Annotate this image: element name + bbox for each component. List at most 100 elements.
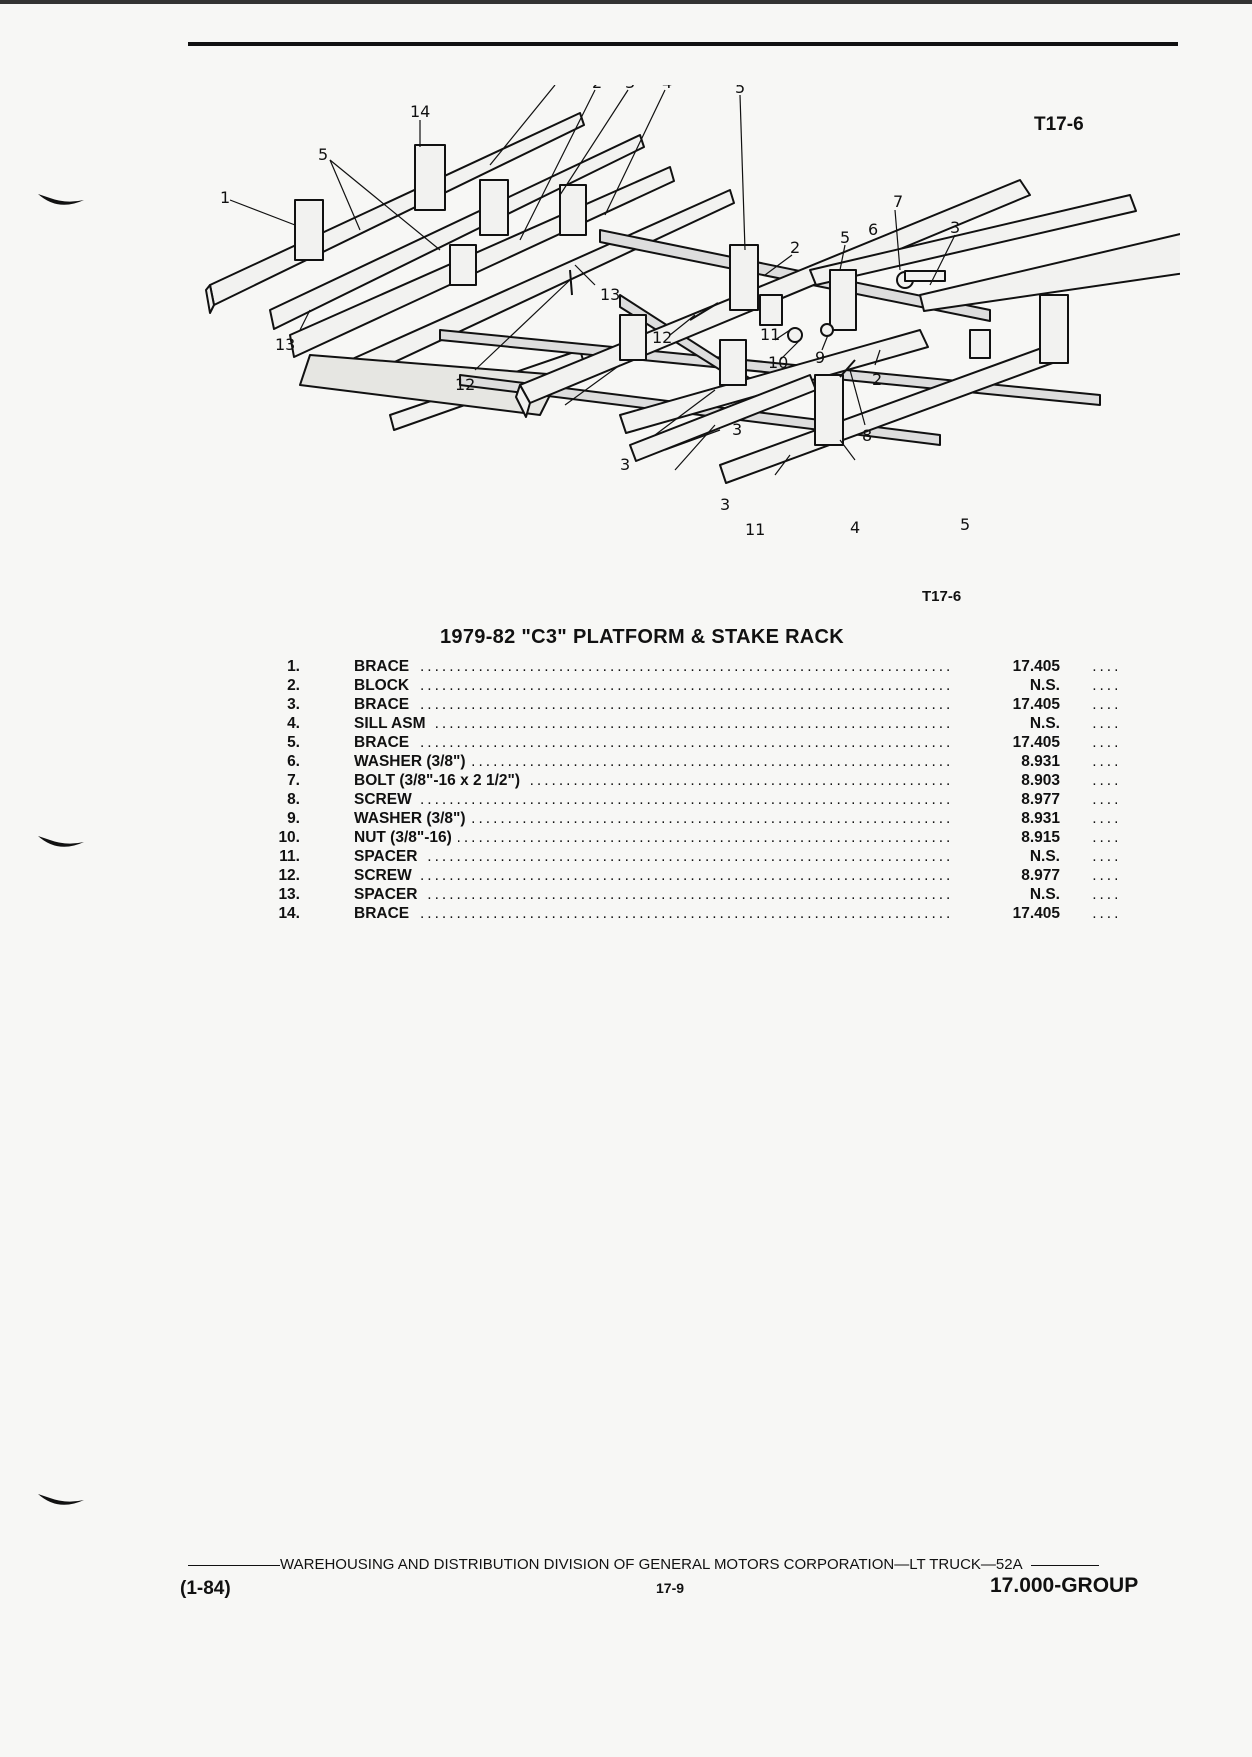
part-number: 4. (287, 715, 300, 732)
leader-dots: ........................................… (420, 734, 1122, 751)
group-code: N.S. (1029, 886, 1060, 903)
brace-bracket (414, 144, 446, 211)
callout: 1 (220, 188, 230, 207)
group-code: 17.405 (1012, 658, 1060, 675)
brace-bracket (479, 179, 509, 236)
leader-dots: ........................................… (420, 810, 1122, 827)
callout: 3 (950, 218, 960, 237)
callout: 4 (850, 518, 860, 537)
leader-dots: ........................................… (420, 753, 1122, 770)
footer-rule (188, 1564, 280, 1566)
part-number: 8. (287, 791, 300, 808)
binder-mark (38, 1494, 84, 1505)
callout: 5 (318, 145, 328, 164)
callout: 2 (790, 238, 800, 257)
long-rail (209, 112, 585, 306)
part-name: SCREW (354, 790, 418, 809)
parts-row: 14.BRACE................................… (270, 904, 1118, 923)
brace-bracket (814, 374, 844, 446)
part-number: 1. (287, 658, 300, 675)
parts-list: 1.BRACE.................................… (270, 657, 1118, 923)
callout: 5 (840, 228, 850, 247)
group-code: 17.405 (1012, 696, 1060, 713)
callout: 11 (745, 520, 765, 539)
callout: 12 (652, 328, 672, 347)
part-number: 2. (287, 677, 300, 694)
brace-bracket (829, 269, 857, 331)
part-number: 12. (278, 867, 300, 884)
group-code: 17.405 (1012, 734, 1060, 751)
footer-publisher: WAREHOUSING AND DISTRIBUTION DIVISION OF… (280, 1556, 1023, 1573)
page-title: 1979-82 "C3" PLATFORM & STAKE RACK (440, 626, 845, 648)
brace-bracket (729, 244, 759, 311)
leader-dots: ........................................… (420, 696, 1122, 713)
group-code: 8.977 (1021, 791, 1060, 808)
part-number: 9. (287, 810, 300, 827)
screw (839, 359, 856, 378)
callout: 5 (960, 515, 970, 534)
parts-row: 8.SCREW.................................… (270, 790, 1118, 809)
callout: 2 (592, 85, 602, 92)
bolt (904, 270, 946, 282)
nut (787, 327, 803, 343)
callout: 13 (600, 285, 620, 304)
part-number: 5. (287, 734, 300, 751)
part-name: SILL ASM (354, 714, 432, 733)
part-name: BOLT (3/8"-16 x 2 1/2") (354, 771, 527, 790)
part-name: SPACER (354, 885, 424, 904)
part-number: 14. (278, 905, 300, 922)
part-number: 13. (278, 886, 300, 903)
part-number: 7. (287, 772, 300, 789)
part-number: 10. (278, 829, 300, 846)
leader-dots: ........................................… (420, 848, 1122, 865)
leader-dots: ........................................… (420, 772, 1122, 789)
brace-bracket (719, 339, 747, 386)
callout: 10 (768, 353, 788, 372)
figure-id: T17-6 (1034, 114, 1084, 135)
callout: 6 (868, 220, 878, 239)
brace-bracket (559, 184, 587, 236)
part-name: BLOCK (354, 676, 416, 695)
parts-row: 3.BRACE.................................… (270, 695, 1118, 714)
callout: 3 (720, 495, 730, 514)
callout: 3 (732, 420, 742, 439)
block (759, 294, 783, 326)
part-name: BRACE (354, 733, 416, 752)
parts-row: 4.SILL ASM..............................… (270, 714, 1118, 733)
part-name: SPACER (354, 847, 424, 866)
parts-row: 9.WASHER (3/8").........................… (270, 809, 1118, 828)
footer-rule (1030, 1564, 1099, 1566)
leader-dots: ........................................… (420, 658, 1122, 675)
part-name: WASHER (3/8") (354, 752, 472, 771)
brace-bracket (619, 314, 647, 361)
callout: 8 (862, 426, 872, 445)
parts-row: 12.SCREW................................… (270, 866, 1118, 885)
group-code: 8.931 (1021, 810, 1060, 827)
callout-labels: 1 2 3 4 5 5 14 1 13 12 13 2 5 7 6 3 12 1… (220, 85, 970, 539)
callout: 14 (410, 102, 430, 121)
part-number: 11. (279, 848, 300, 865)
binder-mark (38, 836, 84, 847)
page-top-edge (0, 0, 1252, 4)
washer (820, 323, 834, 337)
binder-mark (38, 194, 84, 205)
callout: 4 (662, 85, 672, 92)
part-name: NUT (3/8"-16) (354, 828, 458, 847)
part-name: BRACE (354, 904, 416, 923)
parts-row: 2.BLOCK.................................… (270, 676, 1118, 695)
group-code: 8.903 (1021, 772, 1060, 789)
callout: 3 (620, 455, 630, 474)
leader-dots: ........................................… (420, 867, 1122, 884)
footer-group: 17.000-GROUP (990, 1574, 1139, 1597)
part-number: 6. (287, 753, 300, 770)
parts-row: 10.NUT (3/8"-16)........................… (270, 828, 1118, 847)
long-rail (269, 134, 645, 330)
leader-dots: ........................................… (420, 715, 1122, 732)
callout: 11 (760, 325, 780, 344)
callout: 7 (893, 192, 903, 211)
callout: 2 (872, 370, 882, 389)
parts-row: 7.BOLT (3/8"-16 x 2 1/2")...............… (270, 771, 1118, 790)
page-number: 17-9 (656, 1580, 685, 1596)
parts-row: 5.BRACE.................................… (270, 733, 1118, 752)
leader-dots: ........................................… (420, 829, 1122, 846)
